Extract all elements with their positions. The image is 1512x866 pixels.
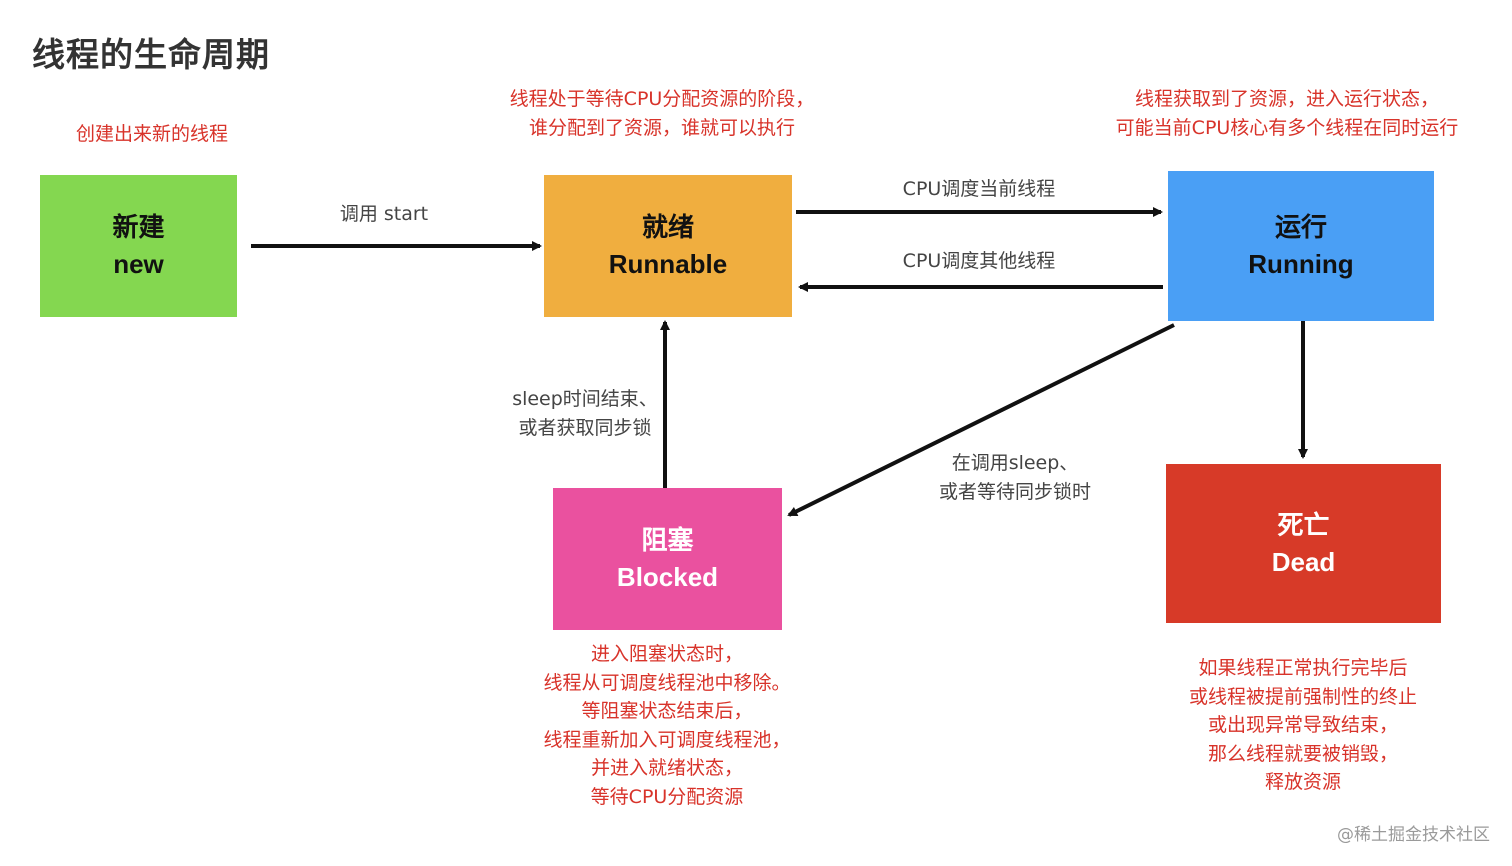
arrow-running-to-blocked [787,323,1175,517]
note-new: 创建出来新的线程 [40,120,264,149]
text-line: 如果线程正常执行完毕后 [1198,657,1408,679]
state-blocked-en-label: Blocked [616,562,719,592]
text-line: 调用 start [339,203,429,225]
state-blocked-box: 阻塞 Blocked [553,488,782,630]
watermark: @稀土掘金技术社区 [1337,825,1490,845]
note-blocked: 进入阻塞状态时， 线程从可调度线程池中移除。等阻塞状态结束后， 线程重新加入可调度线… [517,640,817,811]
text-line: 那么线程就要被销毁， [1207,742,1398,765]
state-dead-zh-label: 死亡 [1277,510,1330,541]
text-line: 线程处于等待CPU分配资源的阶段， [509,88,815,110]
text-line: 线程获取到了资源，进入运行状态， [1134,88,1439,110]
text-line: 等阻塞状态结束后， [581,700,753,722]
text-line: 在调用sleep、 [951,452,1079,474]
state-dead-box: 死亡 Dead [1166,464,1441,623]
text-line: 或出现异常导致结束， [1207,714,1398,736]
state-running-zh-label: 运行 [1274,213,1327,243]
note-runnable: 线程处于等待CPU分配资源的阶段， 谁分配到了资源，谁就可以执行 [472,85,852,142]
transition-label-schedule: CPU调度当前线程 [870,175,1088,204]
note-running: 线程获取到了资源，进入运行状态， 可能当前CPU核心有多个线程在同时运行 [1090,85,1484,142]
text-line: 或线程被提前强制性的终止 [1188,685,1417,708]
state-dead-en-label: Dead [1271,546,1336,577]
text-line: sleep时间结束、 [512,388,658,410]
state-new-box: 新建 new [40,175,237,317]
state-running-box: 运行 Running [1168,171,1434,321]
transition-label-block: 在调用sleep、或者等待同步锁时 [908,449,1122,506]
note-dead: 如果线程正常执行完毕后或线程被提前强制性的终止或出现异常导致结束， 那么线程就要被… [1160,654,1446,797]
state-blocked-zh-label: 阻塞 [641,526,694,556]
text-line: 释放资源 [1264,771,1341,793]
transition-label-wake: sleep时间结束、或者获取同步锁 [488,385,682,442]
transition-label-start: 调用 start [300,200,468,229]
text-line: 并进入就绪状态， [590,757,743,779]
text-line: 进入阻塞状态时， [590,643,743,665]
state-new-en-label: new [113,249,164,279]
state-runnable-box: 就绪 Runnable [544,175,792,317]
text-line: CPU调度其他线程 [902,250,1056,272]
text-line: 创建出来新的线程 [75,123,228,145]
state-runnable-en-label: Runnable [608,249,728,279]
text-line: 可能当前CPU核心有多个线程在同时运行 [1115,116,1459,139]
text-line: 或者获取同步锁 [518,416,652,439]
state-new-zh-label: 新建 [112,213,165,243]
page-title: 线程的生命周期 [32,35,270,74]
text-line: 线程从可调度线程池中移除。 [543,671,791,694]
text-line: 或者等待同步锁时 [938,480,1091,503]
text-line: CPU调度当前线程 [902,178,1056,200]
text-line: 等待CPU分配资源 [590,785,744,808]
state-runnable-zh-label: 就绪 [641,213,694,243]
transition-label-yield: CPU调度其他线程 [870,247,1088,276]
text-line: 谁分配到了资源，谁就可以执行 [528,116,795,139]
text-line: 线程重新加入可调度线程池， [543,728,791,751]
state-running-en-label: Running [1248,249,1354,279]
